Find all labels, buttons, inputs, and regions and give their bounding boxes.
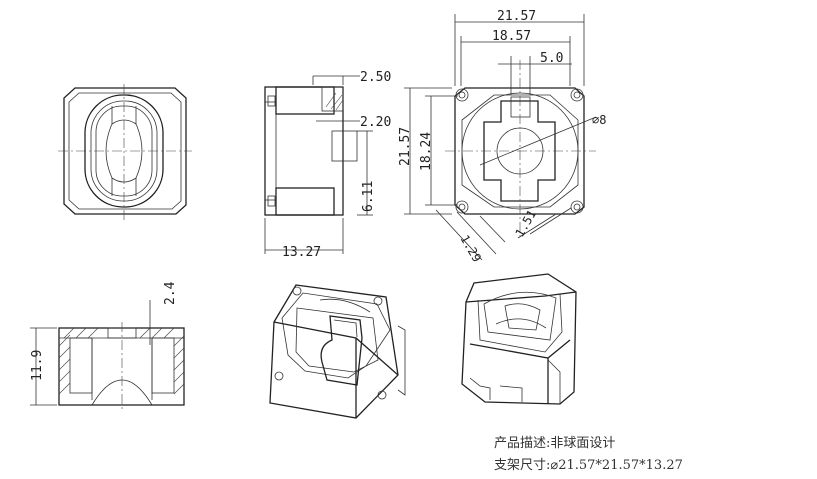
front-view [58, 84, 192, 220]
dim-inner-height: 18.24 [419, 132, 434, 171]
dim-side-top: 2.50 [360, 70, 391, 85]
caption-bracket-size: 支架尺寸:⌀21.57*21.57*13.27 [494, 454, 683, 473]
section-view: 11.9 2.4 [30, 281, 185, 411]
isometric-view-top [269, 284, 406, 419]
dim-side-slot: 6.11 [361, 181, 376, 212]
dim-hole: ⌀8 [592, 113, 606, 127]
caption-size-label: 支架尺寸: [494, 458, 551, 473]
caption-description-label: 产品描述: [494, 436, 551, 451]
side-view: 2.50 2.20 6.11 13.27 [264, 70, 391, 260]
caption-size-value: ⌀21.57*21.57*13.27 [550, 458, 683, 473]
dim-section-height: 11.9 [30, 350, 45, 381]
top-view: 21.57 18.57 5.0 21.57 18.24 ⌀8 1.51 1.29 [398, 9, 606, 265]
section-hatching [58, 327, 185, 395]
dim-side-mid: 2.20 [360, 115, 391, 130]
dim-inner-width: 18.57 [492, 29, 531, 44]
caption-product-description: 产品描述:非球面设计 [494, 432, 615, 451]
dim-section-top: 2.4 [163, 281, 178, 305]
isometric-view-bottom [461, 273, 577, 405]
caption-description-value: 非球面设计 [550, 436, 616, 451]
dim-left-height: 21.57 [398, 127, 413, 166]
dim-side-depth: 13.27 [282, 245, 321, 260]
dim-top-width: 21.57 [497, 9, 536, 24]
dim-slot-width: 5.0 [540, 51, 563, 66]
dim-corner-a: 1.51 [512, 207, 539, 239]
